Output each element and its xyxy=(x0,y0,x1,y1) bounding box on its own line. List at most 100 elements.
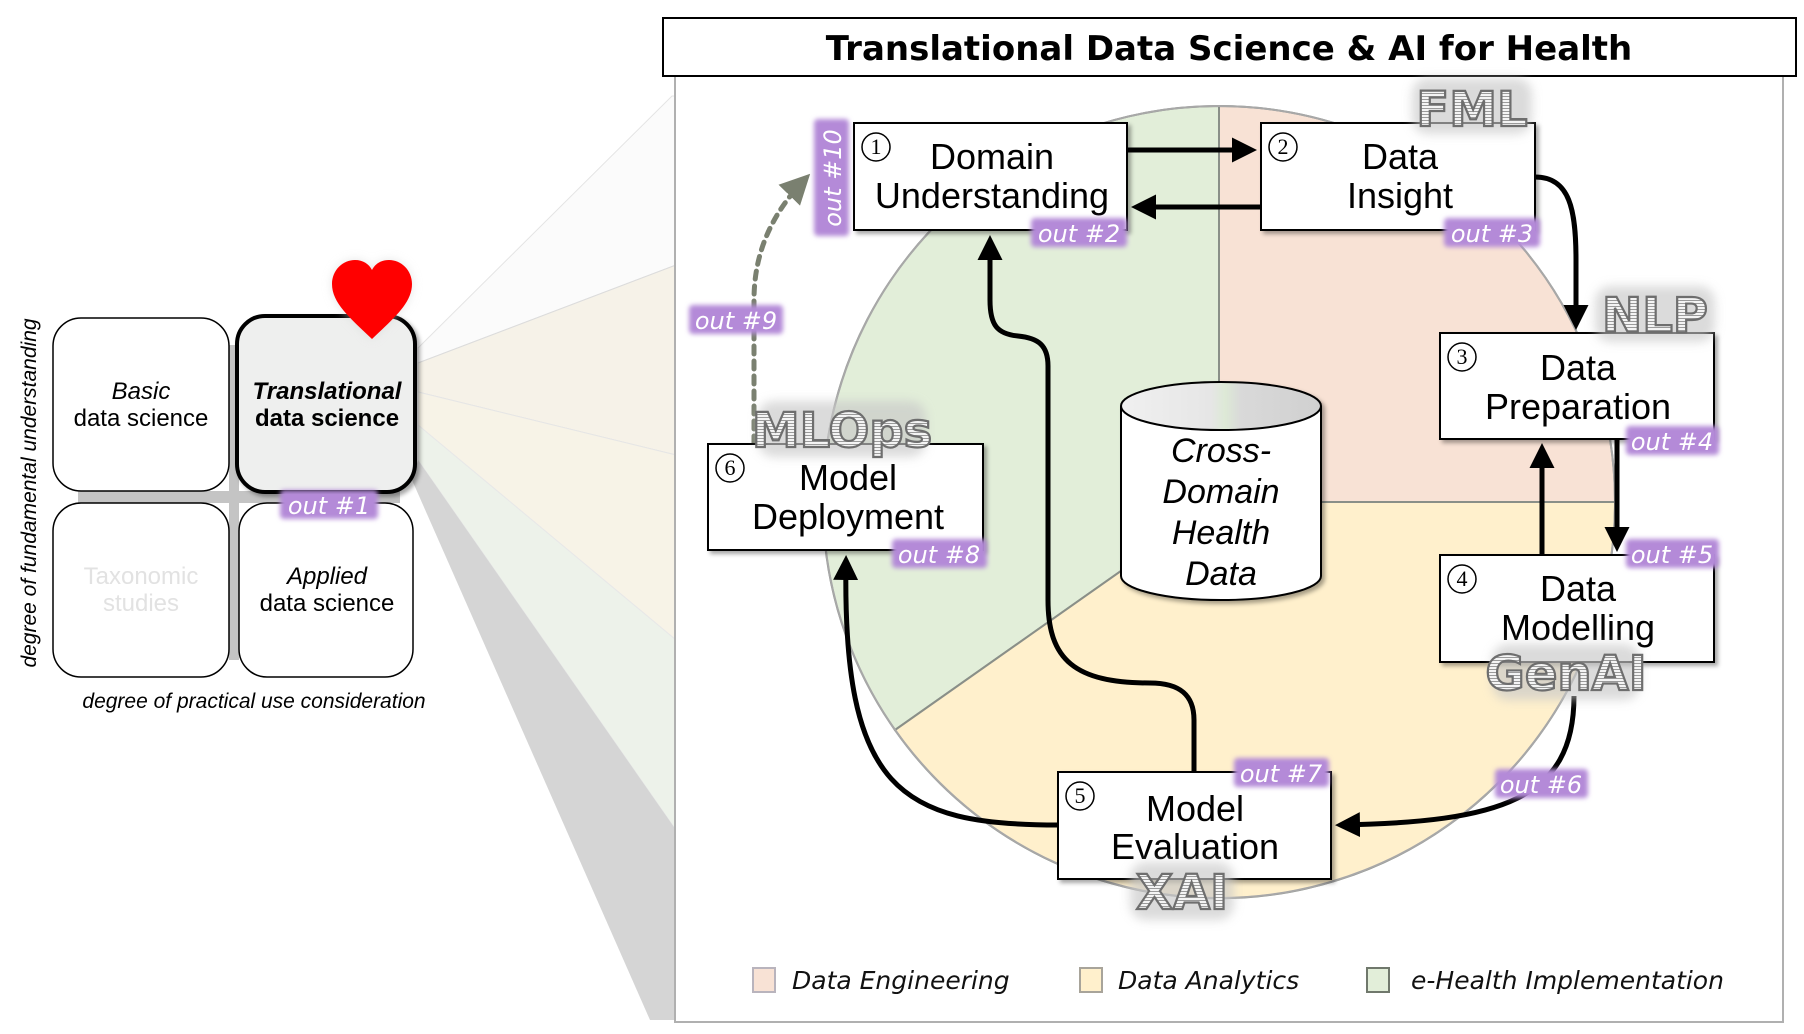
step-box-domain-understanding[interactable]: 1 Domain Understanding xyxy=(853,122,1128,231)
page-title: Translational Data Science & AI for Heal… xyxy=(826,29,1633,69)
step-title-line1: Model xyxy=(799,457,897,498)
center-line-4: Data xyxy=(1185,555,1257,593)
step-title-line2: Deployment xyxy=(752,496,944,537)
step-number: 4 xyxy=(1457,566,1468,591)
quadrant-basic-line1: Basic xyxy=(112,378,171,405)
step-number-circle xyxy=(715,453,745,483)
legend-swatch xyxy=(752,967,776,993)
svg-text:out #8: out #8 xyxy=(898,541,980,569)
step-number: 5 xyxy=(1075,783,1086,808)
quadrant-translational-line1: Translational xyxy=(253,378,403,405)
cross-domain-data-store xyxy=(1120,381,1322,601)
badge-fml: FML xyxy=(1412,78,1532,139)
step-box-model-deployment[interactable]: 6 Model Deployment xyxy=(707,443,984,551)
zoom-cone xyxy=(412,95,677,1020)
legend: Data Engineering Data Analytics e-Health… xyxy=(752,966,1724,995)
step-title-line1: Model xyxy=(1146,788,1244,829)
badge-genai-text: GenAI xyxy=(1485,646,1646,702)
step-number: 1 xyxy=(871,134,882,159)
badge-genai: GenAI xyxy=(1484,644,1648,703)
step-title-line1: Data xyxy=(1540,347,1617,388)
svg-text:out #4: out #4 xyxy=(1631,428,1713,456)
center-line-2: Domain xyxy=(1162,473,1279,511)
quadrant-applied[interactable]: Applied data science xyxy=(238,502,414,678)
badge-nlp-text: NLP xyxy=(1602,288,1708,344)
arrow-5-to-1 xyxy=(977,235,1197,772)
svg-text:out #10: out #10 xyxy=(819,129,847,227)
svg-text:out #6: out #6 xyxy=(1500,771,1582,799)
step-box-data-preparation[interactable]: 3 Data Preparation xyxy=(1439,332,1715,440)
badge-nlp: NLP xyxy=(1595,286,1715,345)
step-title-line2: Modelling xyxy=(1501,607,1655,648)
out-label-5[interactable]: out #5 xyxy=(1626,539,1719,569)
step-box-model-evaluation[interactable]: 5 Model Evaluation xyxy=(1057,771,1332,880)
quadrant-translational[interactable]: Translational data science xyxy=(235,314,417,494)
out-label-6[interactable]: out #6 xyxy=(1495,769,1588,799)
quadrant-translational-line2: data science xyxy=(255,405,399,432)
svg-text:out #5: out #5 xyxy=(1631,541,1713,569)
out-label-2[interactable]: out #2 xyxy=(1031,218,1127,248)
center-line-3: Health xyxy=(1172,514,1270,552)
out-label-4[interactable]: out #4 xyxy=(1626,426,1719,456)
arrow-5-to-6 xyxy=(833,555,1059,828)
badge-xai-text: XAI xyxy=(1136,865,1228,921)
legend-label: Data Engineering xyxy=(792,966,1010,995)
step-number: 6 xyxy=(725,455,736,480)
quadrant-basic-line2: data science xyxy=(74,405,209,432)
step-title-line1: Data xyxy=(1540,568,1617,609)
arrow-4-to-5 xyxy=(1335,695,1577,838)
svg-text:out #9: out #9 xyxy=(695,307,777,335)
quadrant-taxonomic-line2: studies xyxy=(103,590,179,617)
out-label-3[interactable]: out #3 xyxy=(1444,218,1540,248)
badge-xai: XAI xyxy=(1130,862,1234,922)
quadrant-applied-line1: Applied xyxy=(285,563,368,590)
out-label-7[interactable]: out #7 xyxy=(1234,758,1329,788)
legend-item-ehealth-implementation: e-Health Implementation xyxy=(1366,966,1724,995)
out-label-8[interactable]: out #8 xyxy=(892,539,987,569)
out-label-1[interactable]: out #1 xyxy=(280,490,378,520)
out-label-10[interactable]: out #10 xyxy=(814,119,849,236)
step-number-circle xyxy=(1268,132,1298,162)
step-title-line1: Data xyxy=(1362,136,1439,177)
cone-band-gray xyxy=(412,460,676,1020)
quadrant-applied-line2: data science xyxy=(260,590,395,617)
legend-label: Data Analytics xyxy=(1118,966,1299,995)
quadrant-matrix: Basic data science Translational data sc… xyxy=(18,260,426,713)
step-number-circle xyxy=(861,132,891,162)
center-line-1: Cross- xyxy=(1171,432,1271,470)
step-box-data-insight[interactable]: 2 Data Insight xyxy=(1260,122,1536,231)
flow-arrows xyxy=(833,137,1630,838)
legend-item-data-engineering: Data Engineering xyxy=(752,966,1010,995)
step-title-line1: Domain xyxy=(930,136,1054,177)
step-number: 2 xyxy=(1278,134,1289,159)
quadrant-taxonomic[interactable]: Taxonomic studies xyxy=(52,502,230,678)
out-label-9[interactable]: out #9 xyxy=(689,305,783,335)
step-number-circle xyxy=(1447,342,1477,372)
step-number: 3 xyxy=(1457,344,1468,369)
step-title-line2: Insight xyxy=(1347,175,1453,216)
heart-icon xyxy=(332,260,412,339)
quadrant-basic[interactable]: Basic data science xyxy=(52,317,230,492)
legend-item-data-analytics: Data Analytics xyxy=(1079,966,1299,995)
svg-text:out #1: out #1 xyxy=(288,492,370,520)
badge-fml-text: FML xyxy=(1416,82,1527,138)
svg-text:out #2: out #2 xyxy=(1038,220,1120,248)
arrow-6-to-1-dashed xyxy=(751,173,811,447)
svg-text:out #3: out #3 xyxy=(1451,220,1533,248)
step-title-line2: Understanding xyxy=(875,175,1109,216)
arrow-2-to-3 xyxy=(1534,174,1589,330)
legend-swatch xyxy=(1079,967,1103,993)
badge-mlops: MLOps xyxy=(751,401,933,460)
title-box xyxy=(662,17,1797,77)
step-number-circle xyxy=(1065,781,1095,811)
badge-mlops-text: MLOps xyxy=(752,403,932,459)
step-title-line2: Evaluation xyxy=(1111,826,1279,867)
legend-swatch xyxy=(1366,967,1390,993)
step-title-line2: Preparation xyxy=(1485,386,1671,427)
quadrant-taxonomic-line1: Taxonomic xyxy=(84,563,199,590)
svg-text:out #7: out #7 xyxy=(1240,760,1323,788)
y-axis-label: degree of fundamental understanding xyxy=(18,318,41,667)
legend-label: e-Health Implementation xyxy=(1411,966,1724,995)
x-axis-label: degree of practical use consideration xyxy=(82,690,425,713)
